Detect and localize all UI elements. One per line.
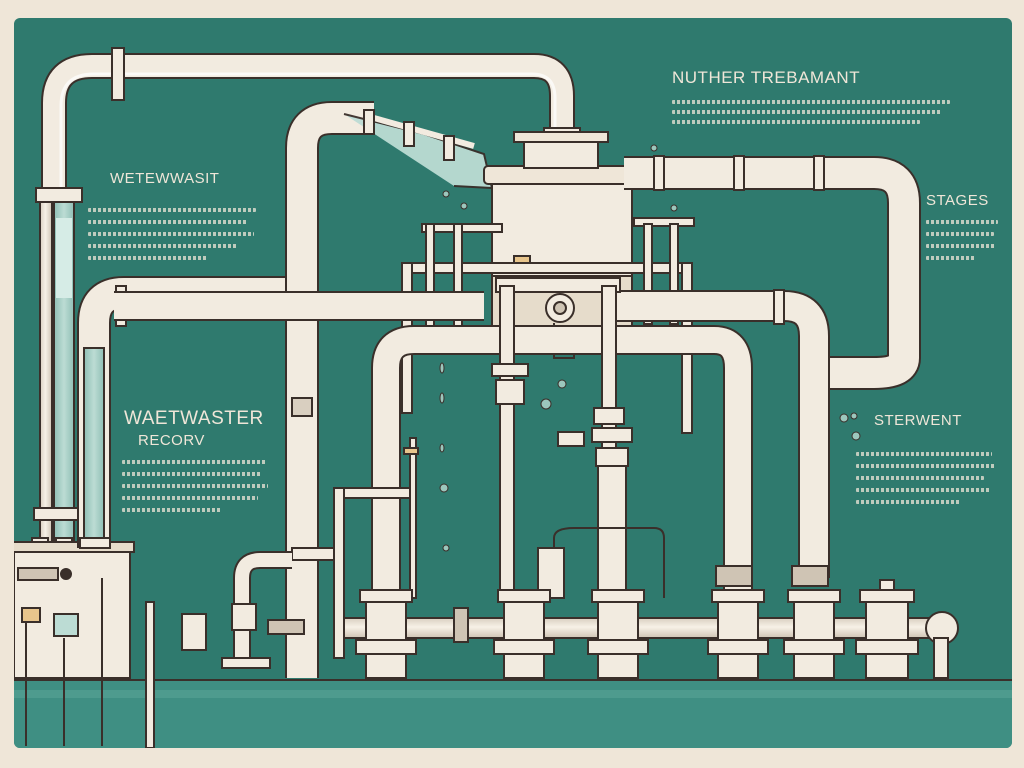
flange-unit-3 [587,589,649,679]
text-line [88,208,256,212]
text-line [88,232,254,236]
bottom-flange-units [355,565,919,679]
text-line [122,472,262,476]
text-line [122,484,268,488]
text-line [88,256,208,260]
text-line [856,464,996,468]
flange-unit-4 [707,565,769,679]
plumbing-diagram [14,47,1012,748]
text-line [122,460,266,464]
left-vertical-pipes [31,187,83,557]
text-line [926,244,996,248]
label-left-lower-line1: WAETWASTER [124,408,264,429]
slanted-feed-pipe [343,109,494,190]
text-line [856,488,990,492]
text-line [856,500,960,504]
label-right-lower: STERWENT [874,412,962,429]
mid-horizontal-pipe [114,289,830,578]
flange-unit-5 [783,565,845,679]
text-line [122,496,258,500]
flange-unit-6 [855,579,919,679]
text-line [926,232,994,236]
text-line [856,452,992,456]
label-left-lower-line2: RECORV [138,432,205,449]
text-line [672,100,950,104]
control-cabinet [14,541,155,748]
flange-unit-1 [355,589,417,679]
title-top-right: NUTHER TREBAMANT [672,68,861,87]
left-center-thin-pipes [181,437,419,669]
center-left-riser [285,101,374,678]
text-line [672,110,942,114]
text-line [88,220,248,224]
label-right-upper: STAGES [926,192,989,209]
text-line [856,476,984,480]
label-left-upper: WETEWWASIT [110,170,220,187]
diagram-panel: NUTHER TREBAMANT WETEWWASIT WAETWASTER R… [14,18,1012,748]
text-line [88,244,238,248]
inner-arch-pipe [371,325,753,598]
right-top-pipe [624,155,921,394]
text-line [122,508,222,512]
flange-unit-2 [493,589,555,679]
water-droplets [439,144,861,552]
text-line [926,220,998,224]
text-line [672,120,920,124]
text-line [926,256,976,260]
